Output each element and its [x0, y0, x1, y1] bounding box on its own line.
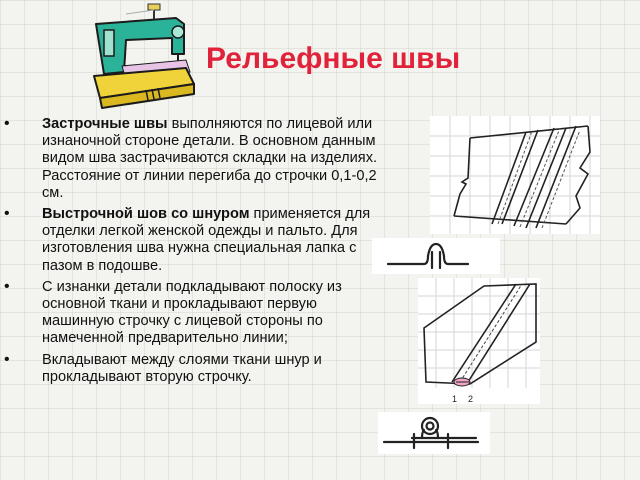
list-item: Выстрочной шов со шнуром применяется для… — [4, 205, 380, 275]
item-text: применяется для отделки легкой женской о… — [42, 206, 371, 274]
term-label: Застрочные швы — [42, 116, 172, 132]
figure-label-1: 1 — [452, 394, 457, 404]
item-text: Вкладывают между слоями ткани шнур и про… — [42, 351, 322, 385]
term-label: Выстрочной шов со шнуром — [42, 206, 250, 223]
bullet-list: Застрочные швы выполняются по лицевой ил… — [4, 115, 380, 390]
item-text: выполняются по лицевой или изнаночной ст… — [42, 116, 378, 201]
list-item: Вкладывают между слоями ткани шнур и про… — [4, 351, 380, 386]
corded-seam-figure: 1 2 — [418, 278, 540, 404]
list-item: С изнанки детали подкладывают полоску из… — [4, 278, 380, 348]
corded-cross-section-figure — [378, 412, 490, 454]
pleat-seam-figure — [430, 116, 600, 234]
list-item: Застрочные швы выполняются по лицевой ил… — [4, 115, 380, 202]
pleat-cross-section-figure — [372, 238, 500, 274]
figure-label-2: 2 — [468, 394, 473, 404]
page-title: Рельефные швы — [206, 42, 461, 75]
sewing-machine-icon — [93, 3, 195, 109]
item-text: С изнанки детали подкладывают полоску из… — [42, 278, 342, 347]
